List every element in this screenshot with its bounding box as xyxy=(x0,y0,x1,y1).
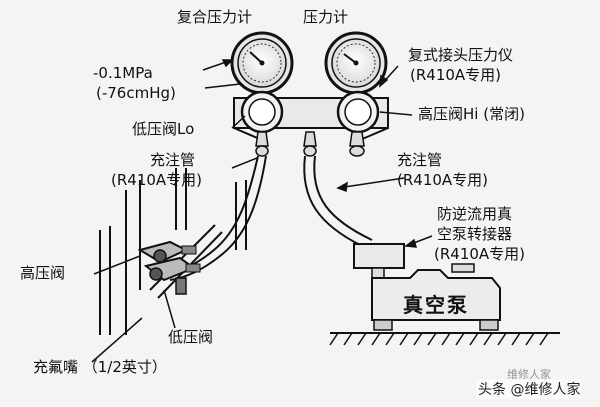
adapter-label-line3: (R410A专用) xyxy=(434,245,526,263)
watermark: 头条 @维修人家 xyxy=(476,379,583,399)
charge-port-label: 充氟嘴 （1/2英寸） xyxy=(33,358,167,376)
pressure-gauge-icon xyxy=(324,31,388,101)
ground-hatching xyxy=(329,332,560,346)
charge-hose-right-line1: 充注管 xyxy=(397,151,443,169)
adapter-label-line2: 空泵转接器 xyxy=(437,225,513,243)
low-valve-knob-icon xyxy=(240,90,284,134)
charge-hose-left-line2: (R410A专用) xyxy=(111,171,203,189)
charge-hose-left-line1: 充注管 xyxy=(150,151,196,169)
compound-gauge-icon xyxy=(230,31,294,101)
high-valve-label: 高压阀Hi (常闭) xyxy=(418,105,525,123)
service-valves-icon xyxy=(137,240,201,295)
manifold-label-line1: 复式接头压力仪 xyxy=(408,46,514,64)
vacuum-pump-icon xyxy=(371,263,501,331)
manifold-label-line2: (R410A专用) xyxy=(410,66,502,84)
adapter-label-line1: 防逆流用真 xyxy=(437,205,513,223)
center-charge-hose xyxy=(303,155,373,247)
charge-hose-right-line2: (R410A专用) xyxy=(397,171,489,189)
check-valve-adapter-icon xyxy=(353,243,405,279)
vacuum-reading-line1: -0.1MPa xyxy=(93,64,153,82)
low-valve-label: 低压阀Lo xyxy=(132,120,195,138)
leader-lines xyxy=(91,59,433,363)
high-pressure-valve-label: 高压阀 xyxy=(20,264,66,282)
vacuum-reading-line2: (-76cmHg) xyxy=(96,84,176,102)
compound-gauge-label: 复合压力计 xyxy=(177,8,253,26)
vacuum-pump-label: 真空泵 xyxy=(403,292,469,317)
watermark-faint: 维修人家 xyxy=(507,368,551,381)
high-valve-knob-icon xyxy=(336,90,380,134)
low-pressure-valve-label: 低压阀 xyxy=(168,328,214,346)
pressure-gauge-label: 压力计 xyxy=(303,8,349,26)
manifold-fittings xyxy=(255,131,365,157)
